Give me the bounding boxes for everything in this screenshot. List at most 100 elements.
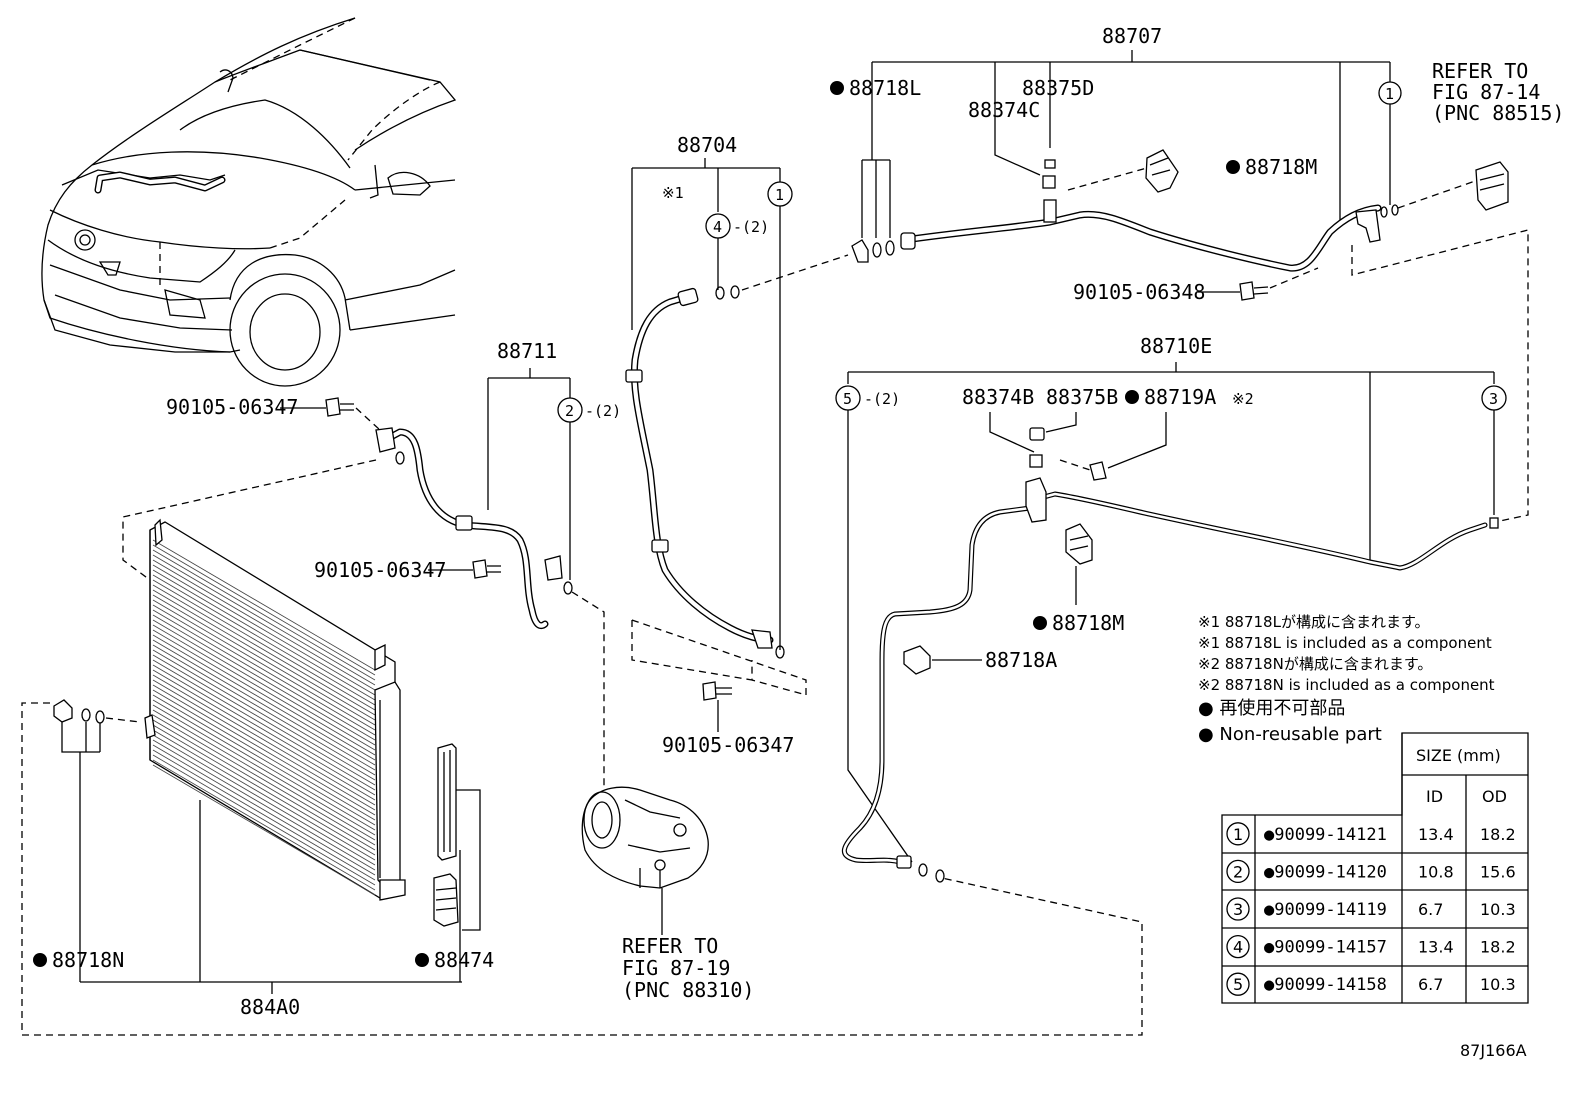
label-88374C: 88374C (968, 98, 1040, 122)
refer-fig-87-14-line3: (PNC 88515) (1432, 101, 1564, 125)
table-row: 3 ●90099-14119 6.7 10.3 (1226, 897, 1516, 921)
refer-fig-87-19-line1: REFER TO (622, 934, 718, 958)
row-od: 18.2 (1480, 938, 1516, 957)
label-88711: 88711 (497, 339, 557, 363)
row-number-circle (1226, 972, 1250, 996)
circle-callout-1 (767, 181, 793, 207)
label-88374B: 88374B (962, 385, 1034, 409)
row-od: 10.3 (1480, 975, 1516, 994)
table-row: 2 ●90099-14120 10.8 15.6 (1226, 859, 1516, 884)
row-part-number: ●90099-14157 (1264, 938, 1387, 958)
table-id-header: ID (1426, 787, 1443, 806)
note3-jp: ● 再使用不可部品 (1198, 698, 1345, 719)
table-row: 5 ●90099-14158 6.7 10.3 (1226, 972, 1516, 996)
row-id: 6.7 (1418, 975, 1443, 994)
non-reusable-dot (1226, 160, 1240, 174)
label-88375D: 88375D (1022, 76, 1094, 100)
refer-fig-87-14-line2: FIG 87-14 (1432, 80, 1540, 104)
table-size-header: SIZE (mm) (1416, 746, 1501, 765)
row-number-circle (1226, 822, 1250, 846)
note2-marker: ※2 (1232, 390, 1254, 408)
circle-callout-4 (705, 213, 731, 239)
note1-en: ※1 88718L is included as a component (1198, 634, 1492, 652)
row-number-circle (1226, 859, 1250, 884)
circle-callout-5 (835, 385, 861, 411)
group-88704: 88704 ※1 1 4 -(2) 90105-06347 (625, 133, 849, 757)
label-88707: 88707 (1102, 24, 1162, 48)
non-reusable-dot (1033, 616, 1047, 630)
refer-fig-87-19-line2: FIG 87-19 (622, 956, 730, 980)
circle-callout-3 (1481, 385, 1507, 411)
non-reusable-dot (1125, 390, 1139, 404)
group-88711: 88711 2 -(2) 90105-06347 90105-06347 (122, 339, 621, 790)
row-id: 10.8 (1418, 862, 1454, 881)
row-number: 1 (1233, 825, 1243, 844)
non-reusable-dot (415, 953, 429, 967)
row-number: 2 (1233, 862, 1243, 881)
callout-2-qty: -(2) (585, 402, 621, 420)
table-row: 4 ●90099-14157 13.4 18.2 (1226, 934, 1516, 959)
label-88718A: 88718A (985, 648, 1057, 672)
label-88474: 88474 (434, 948, 494, 972)
table-od-header: OD (1482, 787, 1507, 806)
label-90105-06348: 90105-06348 (1073, 280, 1205, 304)
note3-en: ● Non-reusable part (1198, 724, 1382, 745)
circle-callout-1 (1378, 81, 1402, 105)
non-reusable-dot (33, 953, 47, 967)
callout-5-qty: -(2) (864, 390, 900, 408)
row-id: 13.4 (1418, 938, 1454, 957)
label-90105-06347-c: 90105-06347 (662, 733, 794, 757)
row-number: 5 (1233, 975, 1243, 994)
group-88710E: 88710E 5 -(2) 3 88374B 88375B 88719A ※2 … (835, 334, 1507, 883)
row-part-number: ●90099-14158 (1264, 975, 1387, 995)
figure-code: 87J166A (1460, 1041, 1527, 1060)
group-88707: 88707 88718L 88375D 88374C 88718M REFER … (830, 24, 1564, 523)
note1-jp: ※1 88718Lが構成に含まれます。 (1198, 613, 1429, 631)
label-90105-06347-a: 90105-06347 (166, 395, 298, 419)
note1-marker: ※1 (662, 184, 684, 202)
label-88718L: 88718L (849, 76, 921, 100)
size-table: SIZE (mm) ID OD 1 ●90099-14121 13.4 18.2 2 ●9… (1221, 732, 1529, 1004)
row-number-circle (1226, 897, 1250, 921)
row-number-circle (1226, 934, 1250, 959)
compressor: REFER TO FIG 87-19 (PNC 88310) (581, 786, 754, 1002)
note2-en: ※2 88718N is included as a component (1198, 676, 1495, 694)
row-id: 13.4 (1418, 825, 1454, 844)
label-88718M-top: 88718M (1245, 155, 1317, 179)
condenser-884A0: 884A0 88474 88718N (21, 518, 1143, 1036)
label-88710E: 88710E (1140, 334, 1212, 358)
circle-callout-1-text: 1 (775, 186, 784, 204)
label-88718N: 88718N (52, 948, 124, 972)
refer-fig-87-19-line3: (PNC 88310) (622, 978, 754, 1002)
circle-callout-1-text: 1 (1385, 85, 1394, 103)
row-part-number: ●90099-14121 (1264, 825, 1387, 845)
row-od: 10.3 (1480, 900, 1516, 919)
table-row: 1 ●90099-14121 13.4 18.2 (1226, 822, 1516, 846)
non-reusable-dot (830, 81, 844, 95)
label-88719A: 88719A (1144, 385, 1216, 409)
row-number: 4 (1233, 938, 1243, 957)
row-od: 15.6 (1480, 862, 1516, 881)
refer-fig-87-14-line1: REFER TO (1432, 59, 1528, 83)
circle-callout-3-text: 3 (1489, 390, 1498, 408)
row-part-number: ●90099-14120 (1264, 862, 1387, 882)
row-id: 6.7 (1418, 900, 1443, 919)
label-88718M-mid: 88718M (1052, 611, 1124, 635)
row-od: 18.2 (1480, 825, 1516, 844)
circle-callout-4-text: 4 (713, 218, 722, 236)
circle-callout-2 (557, 397, 583, 423)
car-illustration (41, 17, 457, 387)
circle-callout-2-text: 2 (565, 402, 574, 420)
note2-jp: ※2 88718Nが構成に含まれます。 (1198, 655, 1432, 673)
label-884A0: 884A0 (240, 995, 300, 1019)
label-88704: 88704 (677, 133, 737, 157)
circle-callout-5-text: 5 (843, 390, 852, 408)
row-number: 3 (1233, 900, 1243, 919)
callout-4-qty: -(2) (733, 218, 769, 236)
notes: ※1 88718Lが構成に含まれます。 ※1 88718L is include… (1198, 613, 1495, 745)
label-90105-06347-b: 90105-06347 (314, 558, 446, 582)
row-part-number: ●90099-14119 (1264, 900, 1387, 920)
label-88375B: 88375B (1046, 385, 1118, 409)
